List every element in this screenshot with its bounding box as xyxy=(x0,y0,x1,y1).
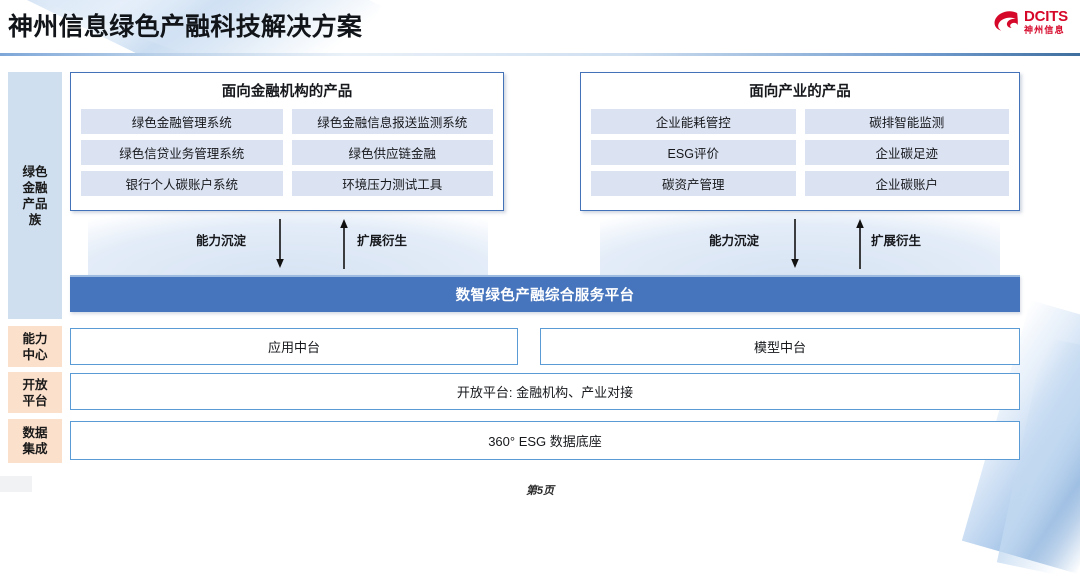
arrow-up-icon xyxy=(854,219,866,269)
product-item[interactable]: ESG评价 xyxy=(591,140,796,165)
arrow-down-icon xyxy=(274,219,286,269)
product-item[interactable]: 企业碳账户 xyxy=(804,171,1009,196)
flow-label-extension-derivation-left: 扩展衍生 xyxy=(357,234,408,248)
product-item[interactable]: 碳排智能监测 xyxy=(804,109,1009,134)
brand-logo: DCITS 神州信息 xyxy=(993,9,1068,35)
product-group-title: 面向产业的产品 xyxy=(749,84,851,100)
capability-center-application-label: 应用中台 xyxy=(267,340,320,355)
page-header: 神州信息绿色产融科技解决方案 DCITS 神州信息 xyxy=(0,0,1080,56)
brand-name-cn: 神州信息 xyxy=(1023,25,1065,35)
product-item[interactable]: 银行个人碳账户系统 xyxy=(81,171,283,196)
flow-label-extension-derivation-right: 扩展衍生 xyxy=(871,234,922,248)
product-item[interactable]: 环境压力测试工具 xyxy=(291,171,493,196)
flow-hill-left-decoration xyxy=(88,214,488,278)
sidebar-item-open-platform[interactable]: 开放 平台 xyxy=(8,372,62,413)
capability-center-model-middle-platform[interactable]: 模型中台 xyxy=(540,328,1020,365)
product-item-grid: 绿色金融管理系统 绿色金融信息报送监测系统 绿色信贷业务管理系统 绿色供应链金融… xyxy=(81,109,493,196)
flow-label-capability-precipitation-left: 能力沉淀 xyxy=(196,234,247,248)
sidebar-item-capability-center[interactable]: 能力 中心 xyxy=(8,326,62,367)
product-item-grid: 企业能耗管控 碳排智能监测 ESG评价 企业碳足迹 碳资产管理 企业碳账户 xyxy=(591,109,1009,196)
sidebar-label-green-finance-products: 绿色 金融 产品 族 xyxy=(22,164,48,227)
product-item[interactable]: 绿色金融信息报送监测系统 xyxy=(291,109,493,134)
header-divider xyxy=(0,53,1080,56)
product-item[interactable]: 绿色供应链金融 xyxy=(291,140,493,165)
sidebar-label-capability-center: 能力 中心 xyxy=(22,331,48,362)
open-platform-label: 开放平台: 金融机构、产业对接 xyxy=(456,385,634,400)
product-item[interactable]: 企业能耗管控 xyxy=(591,109,796,134)
capability-center-application-middle-platform[interactable]: 应用中台 xyxy=(70,328,518,365)
dcits-swoosh-icon xyxy=(993,10,1019,34)
platform-banner-label: 数智绿色产融综合服务平台 xyxy=(455,288,635,304)
product-group-title: 面向金融机构的产品 xyxy=(221,84,353,100)
sidebar-item-green-finance-products[interactable]: 绿色 金融 产品 族 xyxy=(8,72,62,319)
flow-label-capability-precipitation-right: 能力沉淀 xyxy=(709,234,760,248)
brand-wordmark: DCITS 神州信息 xyxy=(1024,9,1068,35)
footer-page-number: 第5页 xyxy=(525,485,555,497)
data-integration-label: 360° ESG 数据底座 xyxy=(488,434,602,449)
page-title: 神州信息绿色产融科技解决方案 xyxy=(8,13,363,41)
capability-center-model-label: 模型中台 xyxy=(753,340,806,355)
arrow-down-icon xyxy=(789,219,801,269)
open-platform-row[interactable]: 开放平台: 金融机构、产业对接 xyxy=(70,373,1020,410)
sidebar-label-open-platform: 开放 平台 xyxy=(22,377,48,408)
arrow-up-icon xyxy=(338,219,350,269)
product-group-financial-institutions: 面向金融机构的产品 绿色金融管理系统 绿色金融信息报送监测系统 绿色信贷业务管理… xyxy=(70,72,504,211)
product-group-industry: 面向产业的产品 企业能耗管控 碳排智能监测 ESG评价 企业碳足迹 碳资产管理 … xyxy=(580,72,1020,211)
sidebar-item-data-integration[interactable]: 数据 集成 xyxy=(8,419,62,463)
product-item[interactable]: 绿色金融管理系统 xyxy=(81,109,283,134)
platform-banner[interactable]: 数智绿色产融综合服务平台 xyxy=(70,275,1020,312)
product-item[interactable]: 企业碳足迹 xyxy=(804,140,1009,165)
sidebar-label-data-integration: 数据 集成 xyxy=(22,426,48,456)
product-item[interactable]: 碳资产管理 xyxy=(591,171,796,196)
brand-name-en: DCITS xyxy=(1023,8,1068,25)
product-item[interactable]: 绿色信贷业务管理系统 xyxy=(81,140,283,165)
data-integration-row[interactable]: 360° ESG 数据底座 xyxy=(70,421,1020,460)
